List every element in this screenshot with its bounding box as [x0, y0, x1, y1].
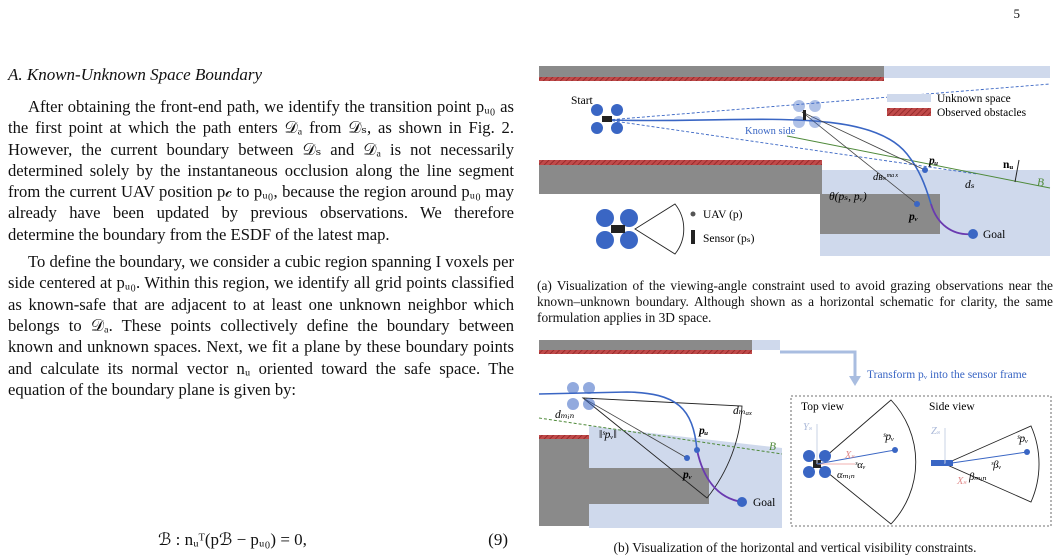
goal-point [968, 229, 978, 239]
path-to-goal [930, 203, 974, 236]
label-pu: pᵤ [928, 155, 939, 167]
b-top-unknown [752, 340, 780, 350]
legend-unknown-label: Unknown space [937, 93, 1011, 105]
normal-arrow [1014, 159, 1020, 183]
paragraph-1: After obtaining the front-end path, we i… [8, 97, 514, 244]
section-title: A. Known-Unknown Space Boundary [8, 65, 263, 84]
sensor-frame-inset [790, 395, 1052, 527]
top-wall [539, 66, 884, 78]
pv-point [914, 201, 920, 207]
front-end-path [606, 118, 932, 205]
legend-unknown-swatch [887, 94, 931, 102]
legend-sensor-mark [691, 230, 695, 244]
b-label-pu: pᵤ [698, 425, 709, 437]
figure-b-caption: (b) Visualization of the horizontal and … [613, 540, 977, 555]
top-view-fov [816, 399, 917, 525]
equation-9: ℬ : nᵤᵀ(pℬ − pᵤ₀) = 0, (9) [8, 530, 514, 554]
pu-point [922, 167, 928, 173]
side-view-label-beta-v: ˢβᵥ [991, 460, 1001, 471]
sight-line-1 [801, 111, 926, 171]
b-lower-obstacle-edge [539, 435, 589, 439]
label-known-side: Known side [745, 126, 796, 137]
label-goal: Goal [983, 229, 1005, 241]
legend-obstacle-swatch [887, 108, 931, 116]
label-side-view: Side view [929, 401, 975, 413]
label-dbs-max: dʙₛᵐᵃˣ [873, 172, 899, 183]
b-label-dmax: dₘₐₓ [733, 405, 752, 417]
top-view-label-xs: Xₛ [844, 450, 855, 461]
b-label-b: B [769, 441, 776, 453]
side-view-label-xs: Xₛ [956, 476, 967, 487]
side-view-label-spv: ˢpᵥ [1017, 433, 1028, 445]
boundary-line-b [786, 135, 1051, 189]
label-ds: dₛ [965, 179, 975, 191]
equation-number: (9) [488, 530, 508, 549]
top-view-label-spv: ˢpᵥ [883, 431, 894, 443]
top-unknown [884, 66, 1050, 78]
b-top-wall [539, 340, 752, 350]
b-top-obstacle-edge [539, 350, 752, 354]
label-top-view: Top view [801, 401, 845, 413]
b-pu-point [694, 447, 700, 453]
legend-uav-dot [690, 211, 696, 217]
fov-line-upper [606, 83, 1051, 121]
legend-sensor-label: Sensor (pₛ) [703, 233, 755, 245]
top-view-label-alpha-v: ˢαᵥ [855, 460, 866, 471]
top-view-label-ys: Yₛ [803, 422, 813, 433]
side-view-label-zs: Zₛ [931, 426, 941, 437]
side-view-spv-point [1024, 449, 1030, 455]
label-nu: nᵤ [1003, 159, 1013, 171]
sight-line-2 [801, 111, 918, 205]
uav-start-icon [591, 104, 623, 134]
b-sight-line [582, 397, 688, 459]
b-label-spv-norm: ‖ˢpᵥ‖ [599, 429, 617, 441]
b-boundary-line [538, 417, 783, 455]
side-view-label-beta-min: βₘᵢₙ [968, 472, 987, 483]
lower-obstacle-edge [539, 160, 822, 165]
figure-a: Unknown space Observed obstacles Start K… [539, 66, 1051, 256]
label-b: B [1037, 177, 1044, 189]
lower-wall-block [820, 194, 940, 234]
transform-arrow [780, 350, 857, 378]
lower-wall [539, 164, 822, 194]
label-start: Start [571, 95, 594, 107]
top-view-spv-line [816, 449, 896, 465]
side-view-spv-line [944, 451, 1028, 465]
b-fov-sector [581, 397, 743, 499]
b-path [538, 391, 698, 451]
equation-body: ℬ : nᵤᵀ(pℬ − pᵤ₀) = 0, [158, 530, 307, 549]
b-pv-point [684, 455, 690, 461]
transform-arrow-head [849, 376, 861, 386]
label-pv: pᵥ [908, 211, 918, 223]
b-wall-block [589, 468, 709, 504]
page-number: 5 [1013, 6, 1021, 21]
b-label-pv: pᵥ [682, 469, 692, 481]
top-view-spv-point [892, 447, 898, 453]
legend-uav-icon [596, 203, 685, 255]
b-path-goal [696, 449, 743, 503]
side-view-fov [943, 425, 1040, 503]
label-theta: θ(pₛ, pᵥ) [829, 191, 867, 203]
b-lower-wall [539, 438, 589, 526]
figure-b: dₘᵢₙ dₘₐₓ ‖ˢpᵥ‖ pᵤ B pᵥ Goal Transform p… [538, 340, 1052, 528]
top-obstacle-edge [539, 77, 884, 81]
b-goal-point [737, 497, 747, 507]
legend-uav-label: UAV (p) [703, 209, 743, 221]
side-view-uav-icon [931, 460, 953, 466]
b-label-goal: Goal [753, 497, 775, 509]
paragraph-2: To define the boundary, we consider a cu… [8, 252, 514, 399]
legend-obstacle-label: Observed obstacles [937, 107, 1027, 119]
text-column: A. Known-Unknown Space Boundary After ob… [8, 64, 514, 400]
b-label-dmin: dₘᵢₙ [555, 409, 575, 421]
b-uav-icon [567, 382, 595, 410]
top-view-label-alpha-min: αₘᵢₙ [837, 470, 855, 481]
sensor-marker [803, 110, 806, 120]
uav-intermediate-icon [793, 100, 821, 128]
b-label-transform: Transform pᵥ into the sensor frame [867, 369, 1027, 381]
figure-a-caption: (a) Visualization of the viewing-angle c… [537, 278, 1053, 325]
